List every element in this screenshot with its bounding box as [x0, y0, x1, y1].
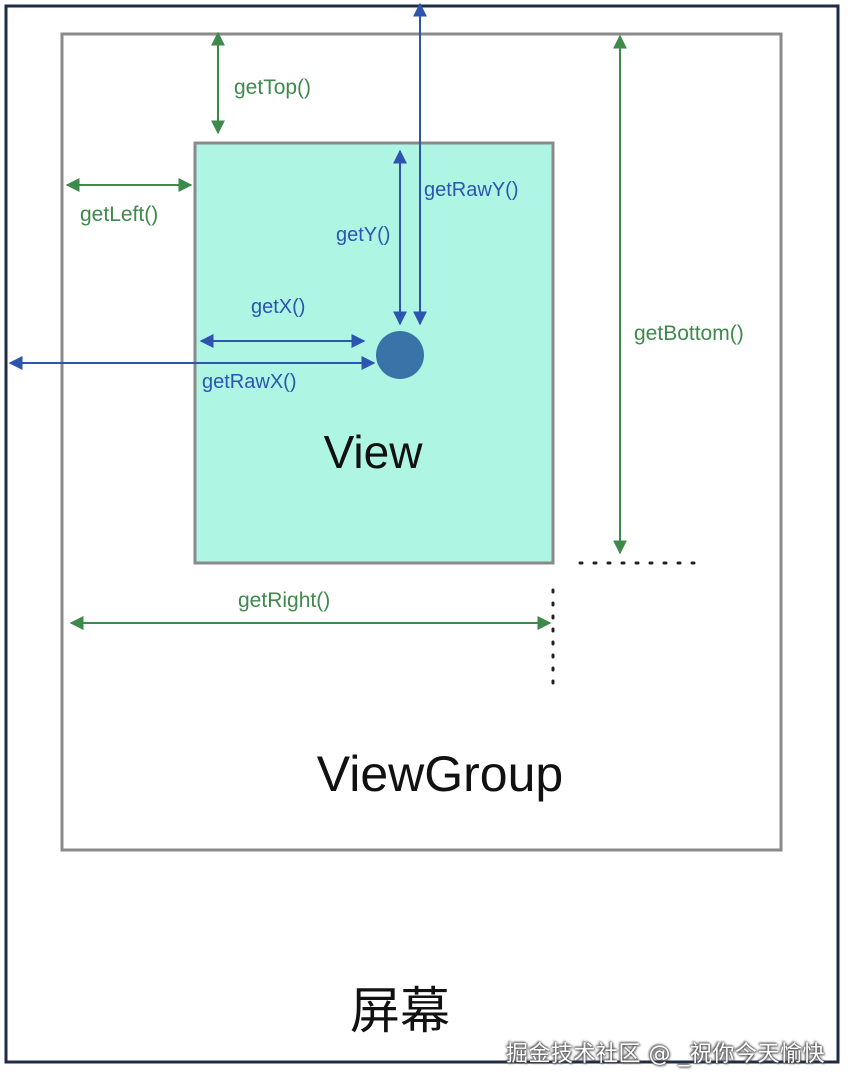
get-raw-x-label: getRawX()	[202, 371, 296, 393]
get-top-label: getTop()	[234, 76, 311, 99]
view-frame	[193, 141, 555, 565]
touch-point	[376, 331, 424, 379]
get-y-label: getY()	[336, 224, 390, 246]
screen-label: 屏幕	[350, 983, 450, 1039]
get-left-label: getLeft()	[80, 203, 158, 226]
view-label: View	[324, 426, 424, 478]
get-raw-y-label: getRawY()	[424, 179, 518, 201]
viewgroup-label: ViewGroup	[317, 746, 563, 802]
watermark: 掘金技术社区 @ _祝你今天愉快	[506, 1042, 825, 1067]
get-x-label: getX()	[251, 296, 305, 318]
get-bottom-label: getBottom()	[634, 322, 744, 345]
get-right-label: getRight()	[238, 589, 330, 612]
